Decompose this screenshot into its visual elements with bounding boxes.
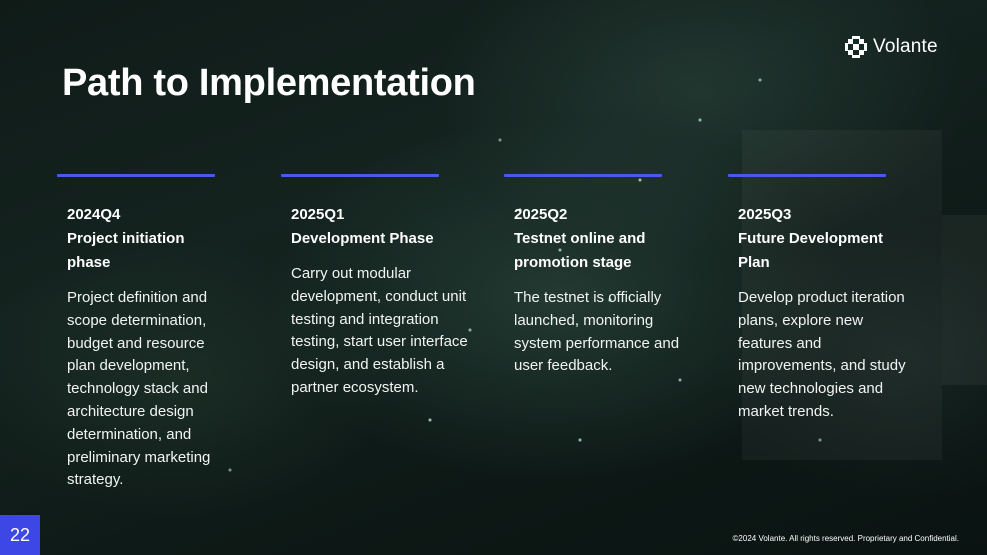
page-number-badge: 22 bbox=[0, 515, 40, 555]
milestone-divider bbox=[281, 174, 439, 177]
milestone-quarter: 2024Q4 bbox=[67, 206, 121, 223]
brand-name: Volante bbox=[873, 36, 938, 57]
milestone-2025q1: 2025Q1 Development Phase Carry out modul… bbox=[281, 174, 468, 400]
milestone-heading: Development Phase bbox=[291, 230, 434, 247]
milestone-description: Carry out modular development, conduct u… bbox=[291, 265, 468, 396]
milestone-description: Project definition and scope determinati… bbox=[67, 289, 211, 489]
milestone-divider bbox=[728, 174, 886, 177]
milestone-quarter: 2025Q2 bbox=[514, 206, 568, 223]
background-panel-edge bbox=[942, 215, 987, 385]
milestone-2025q3: 2025Q3 Future Development Plan Develop p… bbox=[728, 174, 908, 424]
milestone-heading: Project initiation phase bbox=[67, 230, 185, 271]
copyright-footer: ©2024 Volante. All rights reserved. Prop… bbox=[732, 534, 959, 543]
volante-logo-icon bbox=[845, 36, 867, 58]
milestone-description: Develop product iteration plans, explore… bbox=[738, 289, 906, 420]
milestone-heading: Testnet online and promotion stage bbox=[514, 230, 646, 271]
milestone-divider bbox=[504, 174, 662, 177]
page-title: Path to Implementation bbox=[62, 62, 476, 104]
brand-logo: Volante bbox=[845, 36, 938, 58]
milestone-2024q4: 2024Q4 Project initiation phase Project … bbox=[57, 174, 237, 492]
milestone-2025q2: 2025Q2 Testnet online and promotion stag… bbox=[504, 174, 684, 378]
milestone-quarter: 2025Q3 bbox=[738, 206, 792, 223]
milestone-description: The testnet is officially launched, moni… bbox=[514, 289, 680, 375]
milestone-heading: Future Development Plan bbox=[738, 230, 884, 271]
milestone-quarter: 2025Q1 bbox=[291, 206, 345, 223]
milestone-divider bbox=[57, 174, 215, 177]
